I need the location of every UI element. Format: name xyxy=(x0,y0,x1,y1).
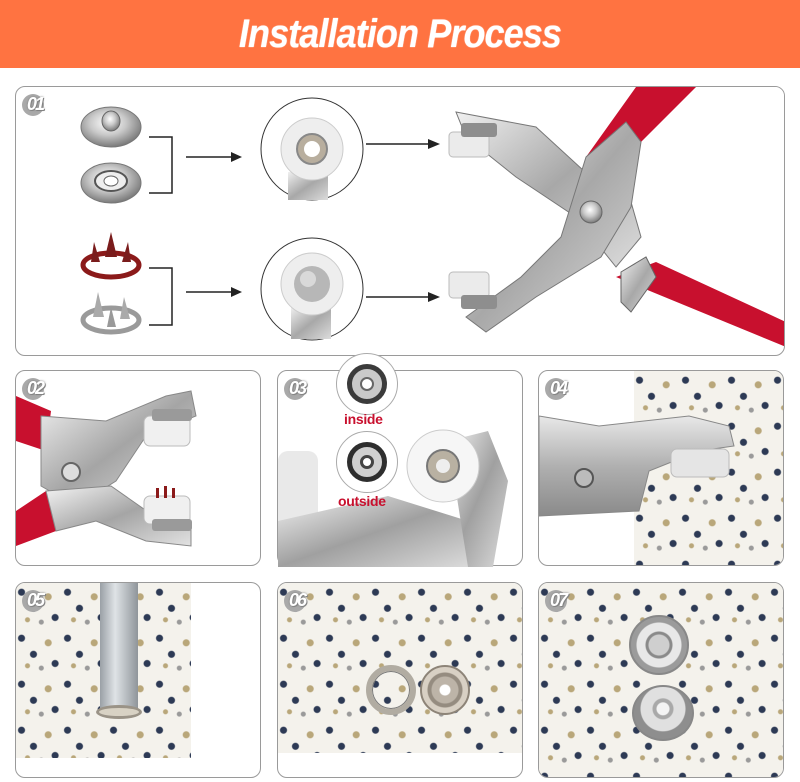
step-number-badge: 02 xyxy=(22,377,48,400)
outside-label: outside xyxy=(338,493,386,509)
snap-socket-icon xyxy=(80,162,142,204)
inside-label: inside xyxy=(344,411,383,427)
installed-socket-top xyxy=(629,615,689,675)
prong-ring-silver-icon xyxy=(80,292,142,335)
prong-ring-red-icon xyxy=(80,232,142,280)
installed-ring-snap xyxy=(366,665,416,715)
installed-stud-bottom xyxy=(632,685,694,741)
die-closeup-top xyxy=(260,97,364,201)
step1-illustration xyxy=(80,87,784,347)
setting-tool-rod xyxy=(100,583,138,713)
step-panel-04: 04 xyxy=(538,370,784,566)
step-number-badge: 04 xyxy=(545,377,571,400)
installed-socket-snap xyxy=(420,665,470,715)
outside-socket-circle xyxy=(336,431,398,493)
step-panel-03: 03 inside outside xyxy=(277,353,523,567)
step-panel-01: 01 xyxy=(15,86,785,356)
die-closeup-image xyxy=(278,429,508,567)
step-panel-07: 07 xyxy=(538,582,784,778)
step-number-badge: 05 xyxy=(22,589,48,612)
step-panel-06: 06 xyxy=(277,582,523,778)
floral-fabric xyxy=(539,583,783,777)
inside-socket-circle xyxy=(336,353,398,415)
page-title: Installation Process xyxy=(238,11,562,56)
snap-cap-icon xyxy=(80,106,142,148)
step-panel-05: 05 xyxy=(15,582,261,778)
step-number-badge: 03 xyxy=(284,377,310,400)
step-number-badge: 06 xyxy=(284,589,310,612)
pliers-loaded-image xyxy=(16,390,197,547)
snap-pliers-image xyxy=(448,87,784,347)
step-panel-02: 02 xyxy=(15,370,261,566)
die-closeup-bottom xyxy=(260,237,364,341)
step-number-badge: 07 xyxy=(545,589,571,612)
snap-ring-on-fabric xyxy=(96,705,142,719)
step-number-badge: 01 xyxy=(22,93,48,116)
title-banner: Installation Process xyxy=(0,0,800,68)
pliers-on-fabric-image xyxy=(539,415,735,517)
